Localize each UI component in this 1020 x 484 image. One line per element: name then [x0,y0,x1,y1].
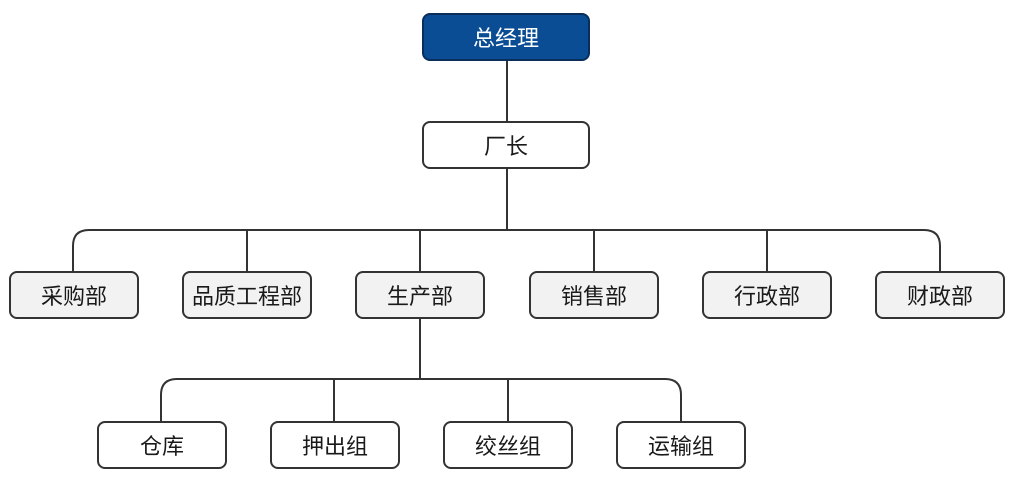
department-label: 生产部 [386,285,453,310]
department-box-sales: 销售部 [529,271,659,319]
group-box-warehouse: 仓库 [97,421,227,469]
group-bus [160,378,682,421]
department-label: 品质工程部 [191,285,302,310]
general-manager-label: 总经理 [472,27,539,52]
group-box-extrusion: 押出组 [270,421,400,469]
group-label: 绞丝组 [474,435,541,460]
department-box-administration: 行政部 [702,271,832,319]
department-box-finance: 财政部 [875,271,1005,319]
department-label: 销售部 [560,285,627,310]
group-label: 仓库 [139,435,184,460]
group-box-stranding: 绞丝组 [443,421,573,469]
group-label: 运输组 [647,435,714,460]
group-box-transport: 运输组 [616,421,746,469]
group-label: 押出组 [301,435,368,460]
department-label: 行政部 [733,285,800,310]
department-label: 采购部 [40,285,107,310]
department-label: 财政部 [906,285,973,310]
department-box-purchasing: 采购部 [9,271,139,319]
department-bus [72,229,941,271]
department-box-quality: 品质工程部 [182,271,312,319]
general-manager-box: 总经理 [422,13,590,61]
factory-director-label: 厂长 [483,135,528,160]
factory-director-box: 厂长 [422,121,590,169]
department-box-production: 生产部 [355,271,485,319]
